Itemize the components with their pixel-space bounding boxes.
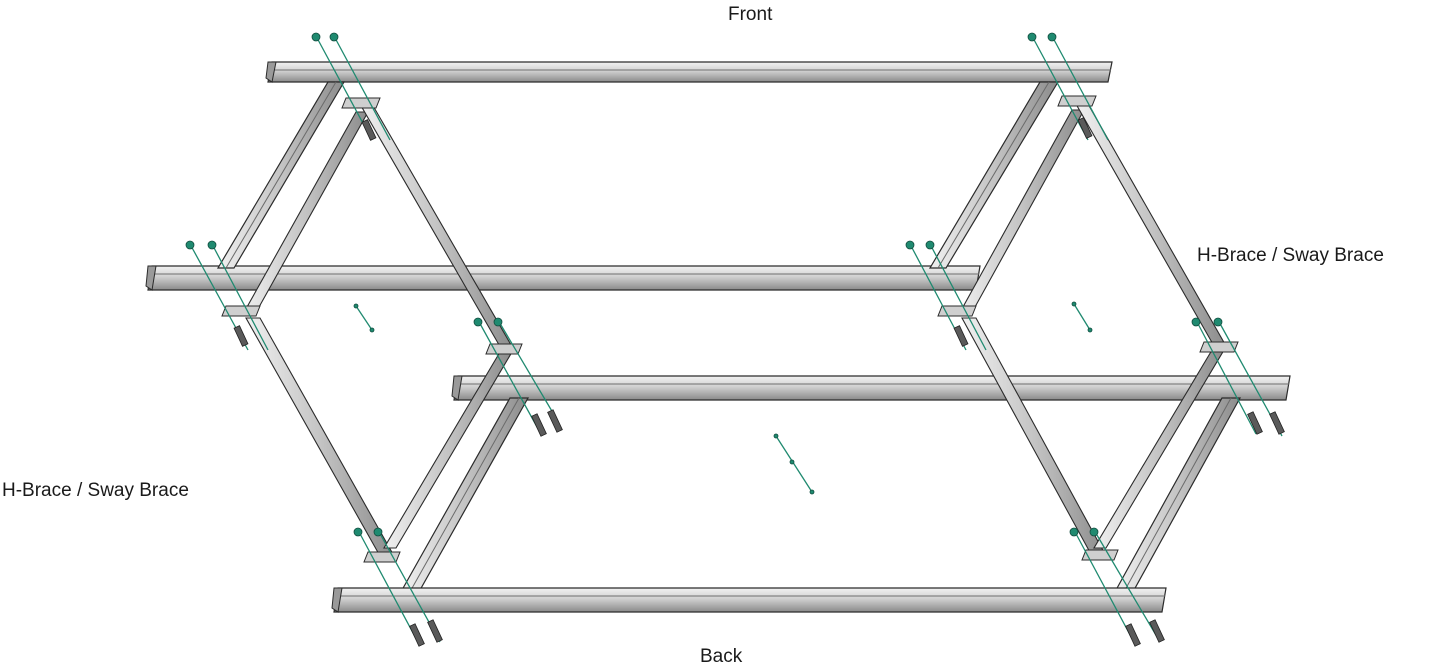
sway-brace-right-upper-b xyxy=(1075,103,1227,347)
sway-brace-right-lower-a xyxy=(961,317,1107,557)
upright-rear-right xyxy=(928,81,1060,269)
front-label: Front xyxy=(728,4,773,25)
sway-brace-left-upper-b xyxy=(359,103,515,351)
back-label: Back xyxy=(700,646,743,667)
back-bottom-beam xyxy=(331,587,1167,613)
bolt-heads xyxy=(185,32,1223,537)
bolt-tails xyxy=(233,117,1285,647)
front-top-beam xyxy=(265,61,1113,83)
right-h-brace-label: H-Brace / Sway Brace xyxy=(1197,245,1384,266)
upright-rear-left xyxy=(216,81,346,269)
brace-plates xyxy=(221,95,1239,563)
back-middle-beam xyxy=(451,375,1291,401)
sway-brace-left-lower-a xyxy=(245,317,395,557)
left-h-brace-label: H-Brace / Sway Brace xyxy=(2,480,189,501)
